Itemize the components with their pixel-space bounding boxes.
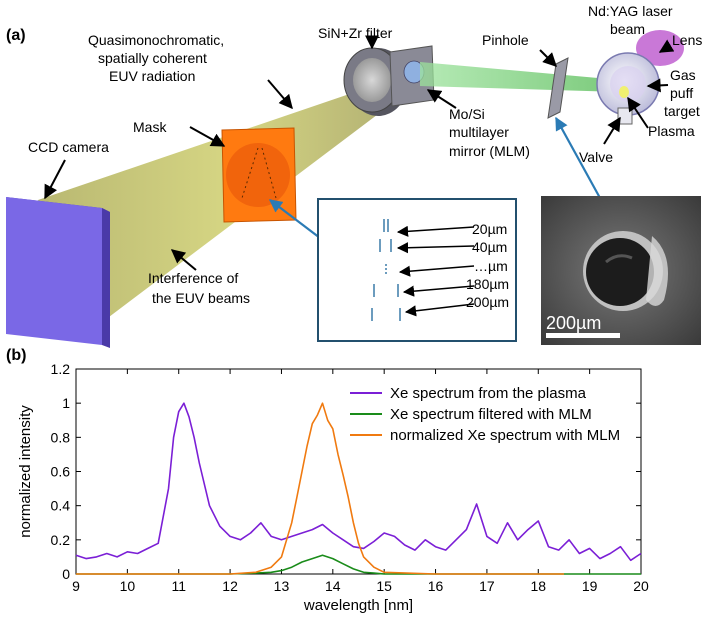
callout-arrows bbox=[44, 35, 675, 271]
panel-b-label: (b) bbox=[6, 347, 26, 364]
label-euv-1: Quasimonochromatic, bbox=[88, 32, 224, 48]
slit-arrows bbox=[396, 225, 475, 317]
legend-label-2: normalized Xe spectrum with MLM bbox=[390, 427, 620, 444]
label-lens: Lens bbox=[672, 32, 702, 48]
label-gas-3: target bbox=[664, 103, 700, 119]
y-tick-label: 0.2 bbox=[51, 532, 71, 548]
mask-icon bbox=[221, 127, 297, 223]
pinhole-icon bbox=[547, 57, 569, 119]
x-tick-label: 14 bbox=[325, 578, 341, 594]
label-pinhole: Pinhole bbox=[482, 32, 529, 48]
x-tick-label: 11 bbox=[171, 578, 186, 594]
label-ccd-camera: CCD camera bbox=[28, 139, 109, 155]
x-tick-label: 13 bbox=[274, 578, 290, 594]
label-filter: SiN+Zr filter bbox=[318, 25, 393, 41]
scale-bar bbox=[546, 333, 620, 338]
slit-marks bbox=[371, 219, 401, 321]
slit-label-3: 180µm bbox=[466, 276, 509, 292]
x-tick-label: 20 bbox=[633, 578, 649, 594]
label-mlm-3: mirror (MLM) bbox=[449, 143, 530, 159]
slits-inset: 20µm 40µm …µm 180µm 200µm bbox=[317, 198, 517, 342]
y-tick-label: 0.8 bbox=[51, 429, 71, 445]
legend-label-1: Xe spectrum filtered with MLM bbox=[390, 406, 592, 423]
label-laser-2: beam bbox=[610, 21, 645, 37]
scale-bar-label: 200µm bbox=[546, 313, 601, 333]
x-tick-label: 16 bbox=[428, 578, 444, 594]
pinhole-sem-image: 200µm bbox=[541, 196, 701, 345]
x-tick-label: 18 bbox=[530, 578, 546, 594]
slit-label-1: 40µm bbox=[472, 239, 507, 255]
label-mlm-1: Mo/Si bbox=[449, 106, 485, 122]
x-tick-label: 9 bbox=[72, 578, 80, 594]
slit-label-4: 200µm bbox=[466, 294, 509, 310]
pinhole-zoom-connector bbox=[555, 116, 601, 199]
green-beam bbox=[420, 62, 620, 92]
series-line-2 bbox=[76, 402, 564, 575]
ccd-camera-icon bbox=[6, 197, 110, 348]
y-tick-label: 0.6 bbox=[51, 464, 71, 480]
y-tick-label: 0 bbox=[62, 566, 70, 582]
y-tick-label: 0.4 bbox=[51, 498, 71, 514]
mask-zoom-connector bbox=[268, 199, 321, 239]
label-euv-3: EUV radiation bbox=[109, 68, 195, 84]
y-axis-label: normalized intensity bbox=[17, 405, 34, 538]
label-plasma: Plasma bbox=[648, 123, 695, 139]
series-line-0 bbox=[75, 402, 642, 562]
panel-a-label: (a) bbox=[6, 27, 26, 44]
panel-a: (a) bbox=[6, 3, 702, 348]
x-tick-label: 12 bbox=[222, 578, 238, 594]
label-mask: Mask bbox=[133, 119, 167, 135]
label-laser-1: Nd:YAG laser bbox=[588, 3, 673, 19]
slit-label-0: 20µm bbox=[472, 221, 507, 237]
label-interference-2: the EUV beams bbox=[152, 290, 250, 306]
slit-label-2: …µm bbox=[474, 258, 508, 274]
label-gas-1: Gas bbox=[670, 67, 696, 83]
legend-label-0: Xe spectrum from the plasma bbox=[390, 385, 587, 402]
panel-b: (b) 9 10 11 12 13 14 15 16 17 18 19 20 0 0.2 0.4 0.6 0.8… bbox=[6, 347, 649, 614]
gas-puff-chamber-icon bbox=[596, 30, 684, 125]
x-tick-label: 17 bbox=[479, 578, 495, 594]
label-valve: Valve bbox=[579, 149, 613, 165]
y-tick-label: 1.2 bbox=[51, 361, 71, 377]
y-tick-label: 1 bbox=[62, 395, 70, 411]
spectrum-chart: 9 10 11 12 13 14 15 16 17 18 19 20 0 0.2 0.4 0.6 0.8 1 1.2… bbox=[17, 361, 649, 614]
x-tick-label: 15 bbox=[376, 578, 392, 594]
label-euv-2: spatially coherent bbox=[98, 50, 207, 66]
x-tick-label: 19 bbox=[582, 578, 598, 594]
label-interference-1: Interference of bbox=[148, 270, 238, 286]
label-gas-2: puff bbox=[670, 85, 693, 101]
x-tick-label: 10 bbox=[120, 578, 136, 594]
label-mlm-2: multilayer bbox=[449, 124, 509, 140]
x-axis-label: wavelength [nm] bbox=[303, 597, 413, 614]
